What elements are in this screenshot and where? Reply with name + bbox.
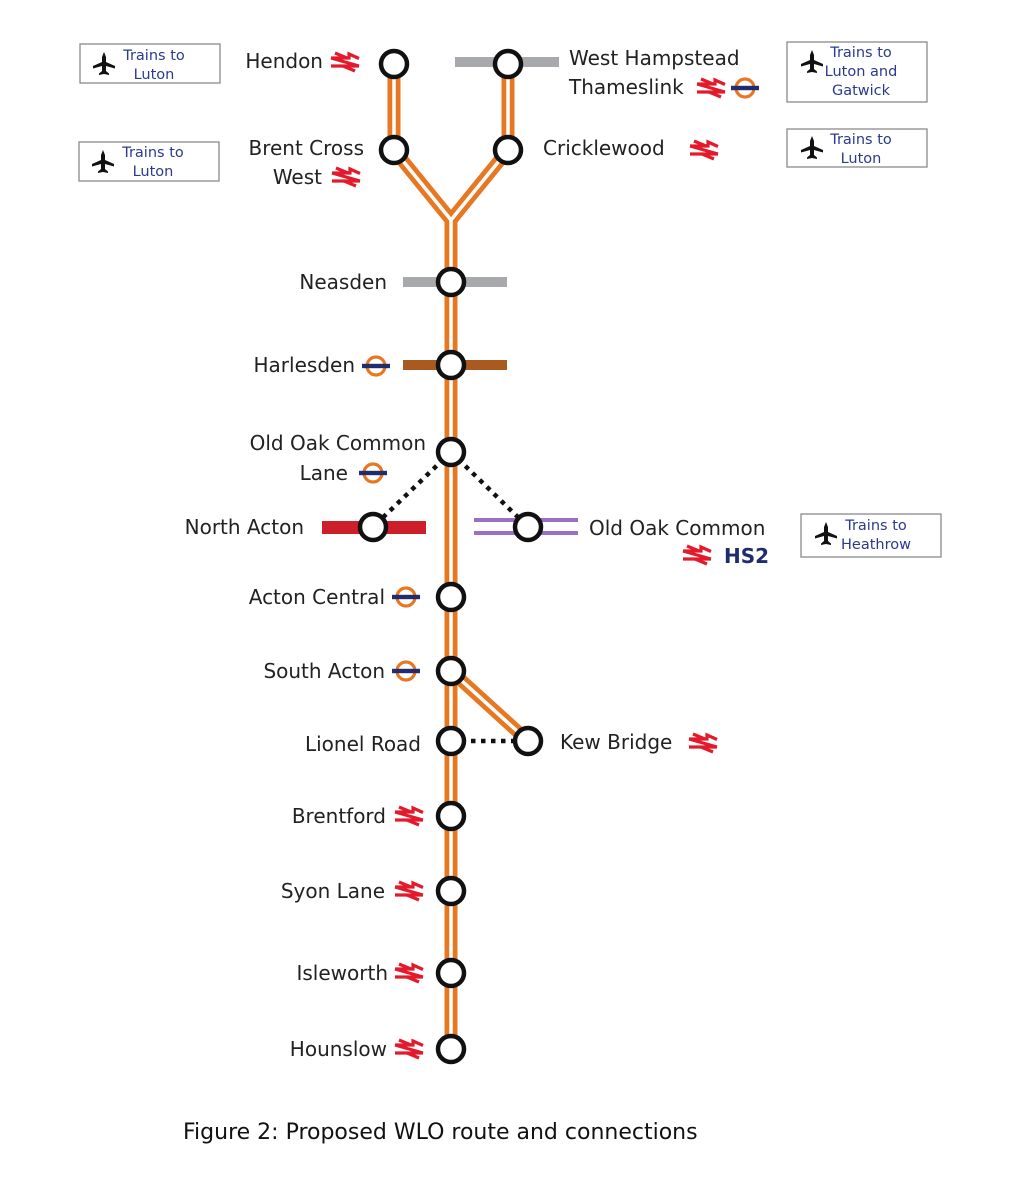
label-syon-lane: Syon Lane (281, 879, 385, 903)
station-hendon (378, 48, 410, 80)
label-hs2: HS2 (724, 544, 769, 568)
label-old-oak-common: Old Oak Common (589, 516, 765, 540)
airport-text: Heathrow (841, 537, 911, 553)
label-brent-cross: Brent Cross (248, 136, 364, 160)
station-kew-bridge (512, 725, 544, 757)
airport-text: Gatwick (832, 83, 891, 99)
underground-roundel-icon-west-hampstead (729, 77, 761, 99)
national-rail-icon-old-oak-common (681, 544, 713, 566)
underground-roundel-icon-old-oak-common-lane (357, 462, 389, 484)
underground-roundel-icon-south-acton (390, 660, 422, 682)
airport-text: Luton and (825, 64, 898, 80)
label-lionel-road: Lionel Road (305, 732, 421, 756)
station-cricklewood (492, 134, 524, 166)
station-lionel-road (435, 725, 467, 757)
national-rail-icon-brentford (393, 805, 425, 827)
station-neasden (435, 266, 467, 298)
label-hounslow: Hounslow (290, 1037, 387, 1061)
airport-box-west-hampstead: Trains to Luton and Gatwick (786, 41, 928, 103)
airport-text: Luton (841, 151, 882, 167)
airport-text: Trains to (844, 518, 907, 534)
station-syon-lane (435, 875, 467, 907)
airport-box-old-oak-common: Trains to Heathrow (800, 513, 942, 558)
airport-box-hendon: Trains to Luton (79, 43, 221, 84)
airport-text: Trains to (829, 45, 892, 61)
underground-roundel-icon-harlesden (360, 355, 392, 377)
station-south-acton (435, 655, 467, 687)
national-rail-icon-isleworth (393, 962, 425, 984)
station-north-acton (357, 511, 389, 543)
national-rail-icon-brent-cross-west (330, 166, 362, 188)
station-harlesden (435, 349, 467, 381)
station-west-hampstead (492, 48, 524, 80)
airport-text: Trains to (122, 48, 185, 64)
station-rings (357, 48, 544, 1065)
national-rail-icon-hendon (329, 51, 361, 73)
label-thameslink: Thameslink (568, 75, 684, 99)
station-acton-central (435, 581, 467, 613)
airport-text: Trains to (121, 145, 184, 161)
label-harlesden: Harlesden (254, 353, 355, 377)
label-lane: Lane (300, 461, 348, 485)
label-south-acton: South Acton (263, 659, 385, 683)
airport-text: Luton (134, 67, 175, 83)
national-rail-icon-kew-bridge (687, 732, 719, 754)
label-kew-bridge: Kew Bridge (560, 730, 672, 754)
national-rail-icon-cricklewood (688, 139, 720, 161)
label-hendon: Hendon (245, 49, 323, 73)
label-isleworth: Isleworth (296, 961, 388, 985)
national-rail-icon-syon-lane (393, 880, 425, 902)
station-isleworth (435, 957, 467, 989)
station-hounslow (435, 1033, 467, 1065)
label-cricklewood: Cricklewood (543, 136, 665, 160)
label-north-acton: North Acton (185, 515, 304, 539)
label-west-hampstead: West Hampstead (569, 46, 740, 70)
national-rail-icon-west-hampstead (695, 77, 727, 99)
station-old-oak-common-lane (435, 436, 467, 468)
airport-box-cricklewood: Trains to Luton (786, 128, 928, 168)
label-brent-cross-west: West (273, 165, 322, 189)
station-brentford (435, 800, 467, 832)
national-rail-icon-hounslow (393, 1038, 425, 1060)
airport-text: Luton (133, 164, 174, 180)
label-brentford: Brentford (292, 804, 386, 828)
figure-caption: Figure 2: Proposed WLO route and connect… (183, 1120, 698, 1145)
airport-text: Trains to (829, 132, 892, 148)
airport-box-brent-cross: Trains to Luton (78, 141, 220, 182)
station-brent-cross-west (378, 134, 410, 166)
underground-roundel-icon-acton-central (390, 586, 422, 608)
label-old-oak-common-lane: Old Oak Common (250, 431, 426, 455)
label-acton-central: Acton Central (249, 585, 385, 609)
label-neasden: Neasden (299, 270, 387, 294)
station-old-oak-common-hs2 (512, 511, 544, 543)
